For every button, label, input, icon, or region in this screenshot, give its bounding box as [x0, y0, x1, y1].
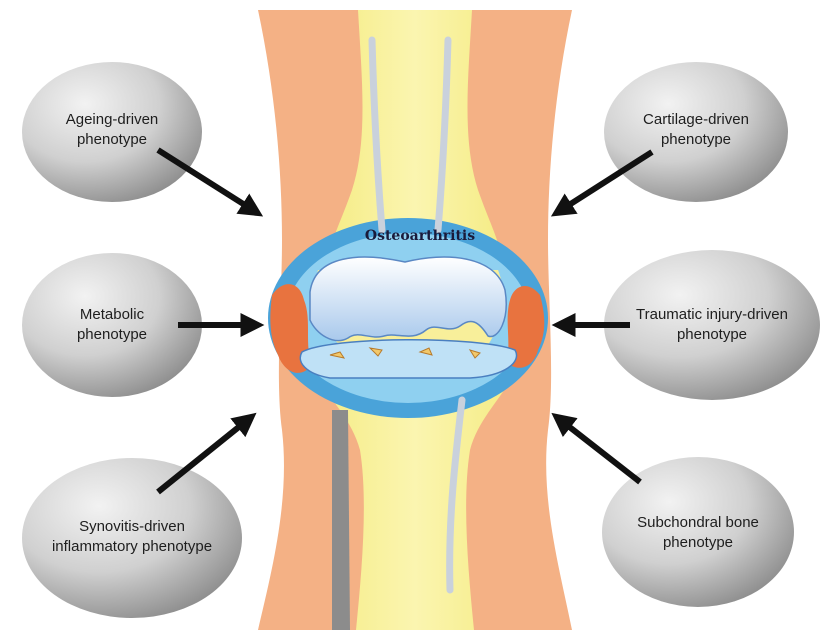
arrow-cartilage	[550, 149, 654, 217]
femur-marrow-2	[434, 36, 452, 234]
metabolic-line1: Metabolic	[79, 306, 145, 323]
ageing-line1: Ageing-driven	[65, 111, 159, 128]
arrow-subchondral	[551, 412, 642, 485]
synovitis-phenotype-label: Synovitis-driven inflammatory phenotype	[32, 512, 232, 562]
tibia-bone	[320, 380, 510, 630]
metabolic-phenotype-label: Metabolic phenotype	[32, 300, 192, 350]
metabolic-line2: phenotype	[76, 326, 148, 343]
cartilage-line2: phenotype	[660, 131, 732, 148]
tibia-marrow	[446, 396, 466, 594]
osteoarthritis-label: Osteoarthritis	[364, 228, 476, 244]
ellipse-synovitis	[22, 458, 242, 618]
inflamed-synovium-left	[270, 284, 312, 373]
ellipse-cartilage	[604, 62, 788, 202]
synovitis-line1: Synovitis-driven	[79, 518, 185, 535]
synovitis-line2: inflammatory phenotype	[51, 538, 213, 555]
ellipse-ageing	[22, 62, 202, 202]
traumatic-line2: phenotype	[676, 326, 748, 343]
femur-marrow	[368, 36, 386, 234]
cartilage-phenotype-label: Cartilage-driven phenotype	[614, 105, 778, 155]
traumatic-phenotype-label: Traumatic injury-driven phenotype	[612, 300, 812, 350]
arrow-ageing	[156, 147, 264, 217]
fibula-bone	[332, 410, 350, 630]
inflamed-synovium-right	[506, 285, 545, 368]
ageing-line2: phenotype	[76, 131, 148, 148]
arrow-synovitis	[156, 412, 257, 495]
ellipse-metabolic	[22, 253, 202, 397]
cartilage-line1: Cartilage-driven	[643, 111, 749, 128]
articular-cartilage	[309, 256, 507, 342]
ellipse-traumatic	[604, 250, 820, 400]
ageing-phenotype-label: Ageing-driven phenotype	[32, 105, 192, 155]
traumatic-line1: Traumatic injury-driven	[636, 306, 788, 323]
meniscus	[299, 338, 518, 379]
subchondral-phenotype-label: Subchondral bone phenotype	[614, 508, 782, 558]
subchondral-line2: phenotype	[662, 534, 734, 551]
ellipse-subchondral	[602, 457, 794, 607]
bone-fragments	[329, 347, 481, 359]
subchondral-line1: Subchondral bone	[637, 514, 759, 531]
